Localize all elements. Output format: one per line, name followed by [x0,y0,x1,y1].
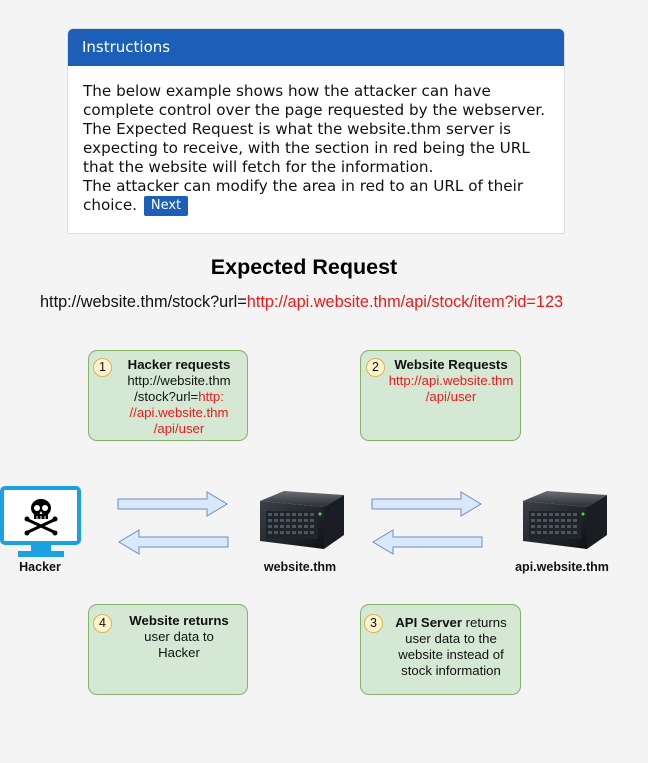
expected-url-red: http://api.website.thm/api/stock/item?id… [246,293,564,311]
step-3-title-rest: returns [462,615,507,630]
arrow-website-to-hacker [118,529,229,555]
step-4-line3: Hacker [158,645,200,660]
step-1-text: Hacker requests http://website.thm /stoc… [111,357,247,437]
hacker-monitor-icon [0,486,81,557]
step-1-number: 1 [93,358,112,377]
step-4-box: 4 Website returns user data to Hacker [88,604,248,695]
website-server-icon [260,491,344,549]
step-2-line1-red: http://api.website.thm [388,373,514,388]
step-2-number: 2 [366,358,385,377]
step-1-line4-red: /api/user [153,421,205,436]
arrow-api-to-website [372,529,483,555]
step-3-line2: user data to the [405,631,497,646]
step-3-number: 3 [364,614,383,633]
hacker-label: Hacker [19,560,61,574]
step-1-line1: http://website.thm [127,373,231,388]
step-4-title: Website returns [129,613,229,628]
step-1-line2-prefix: /stock?url= [134,389,199,404]
step-1-box: 1 Hacker requests http://website.thm /st… [88,350,248,441]
step-2-title: Website Requests [394,357,508,372]
instructions-header: Instructions [68,29,564,66]
instruction-line-3: The attacker can modify the area in red … [83,177,549,216]
step-4-text: Website returns user data to Hacker [111,613,247,661]
step-4-line2: user data to [144,629,214,644]
step-3-box: 3 API Server returns user data to the we… [360,604,521,695]
step-3-title: API Server [395,615,462,630]
website-label: website.thm [263,560,337,574]
instruction-line-2: The Expected Request is what the website… [83,120,530,176]
step-2-text: Website Requests http://api.website.thm … [383,357,519,405]
instructions-body: The below example shows how the attacker… [68,66,564,216]
next-button[interactable]: Next [143,196,189,216]
step-3-line4: stock information [401,663,501,678]
expected-url-prefix: http://website.thm/stock?url= [40,293,247,311]
api-label: api.website.thm [515,560,609,574]
step-3-line3: website instead of [398,647,504,662]
step-3-text: API Server returns user data to the webs… [383,615,519,679]
instruction-line-3-text: The attacker can modify the area in red … [83,177,524,214]
step-1-line2-red: http: [198,389,224,404]
api-server-icon [523,491,607,549]
step-2-line2-red: /api/user [425,389,477,404]
step-1-line3-red: //api.website.thm [129,405,229,420]
arrow-hacker-to-website [117,491,228,517]
step-2-box: 2 Website Requests http://api.website.th… [360,350,521,441]
step-1-title: Hacker requests [127,357,231,372]
step-4-number: 4 [93,614,112,633]
instruction-line-1: The below example shows how the attacker… [83,82,546,119]
arrow-website-to-api [371,491,482,517]
diagram-title: Expected Request [210,255,398,279]
expected-url: http://website.thm/stock?url=http://api.… [40,293,563,312]
instructions-card: Instructions The below example shows how… [67,28,565,234]
